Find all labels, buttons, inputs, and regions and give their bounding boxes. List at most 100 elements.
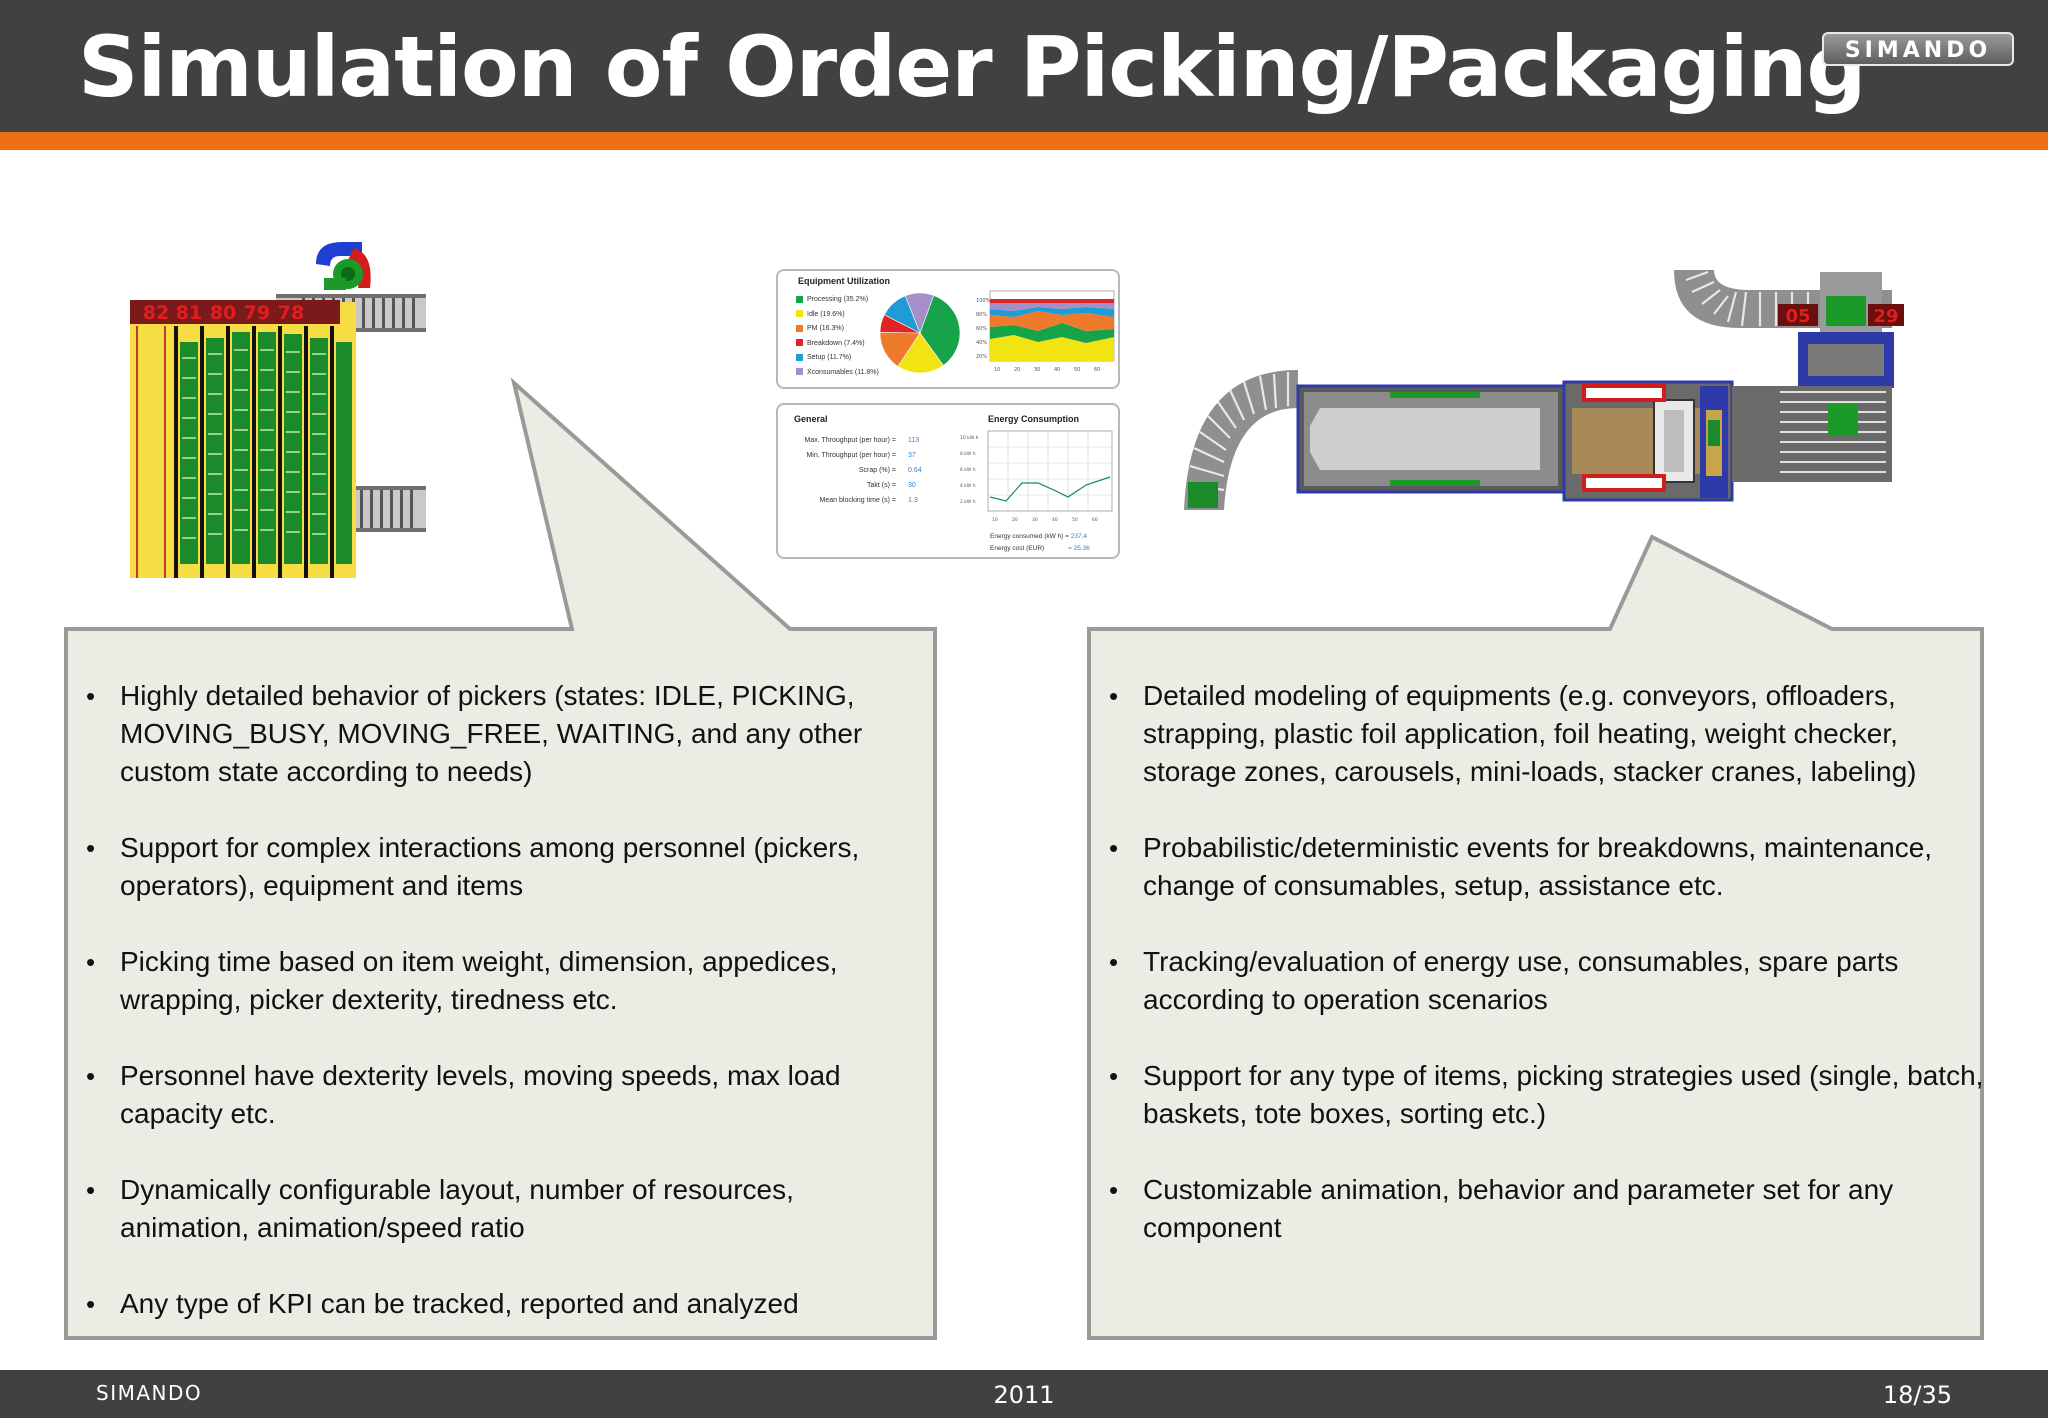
station-number: 29 — [1873, 306, 1898, 327]
stat-row: Mean blocking time (s) =1.3 — [794, 493, 934, 508]
strapping-bottom-bar — [1582, 474, 1666, 492]
rack-number: 81 — [176, 302, 202, 324]
picking-simulation-graphic: 82 81 80 79 78 — [130, 242, 426, 578]
area-consumables — [990, 303, 1114, 311]
legend-swatch — [796, 295, 803, 303]
x-tick: 30 — [1032, 517, 1038, 523]
footer-year: 2011 — [993, 1381, 1055, 1409]
x-tick: 20 — [1012, 517, 1018, 523]
rack-number: 80 — [210, 302, 236, 324]
packaging-simulation-graphic: 05 29 — [1184, 270, 1904, 510]
page-number: 18/35 — [1882, 1381, 1952, 1409]
stat-label: Scrap (%) = — [858, 467, 896, 474]
stat-row: Scrap (%) = 0.64 — [794, 463, 934, 478]
energy-line — [989, 476, 1111, 502]
y-tick: 4 kW h — [960, 483, 976, 489]
pie-slice — [904, 292, 935, 334]
pie-slice — [919, 295, 961, 366]
wrapping-chamber — [1310, 408, 1540, 470]
page-title: Simulation of Order Picking/Packaging — [78, 18, 1866, 116]
x-tick: 10 — [992, 517, 998, 523]
stat-row: Min. Throughput (per hour) =37 — [794, 448, 934, 463]
stat-label: Mean blocking time (s) = — [819, 497, 896, 504]
x-tick: 40 — [1052, 517, 1058, 523]
x-tick: 50 — [1074, 367, 1080, 373]
bullet-item: Tracking/evaluation of energy use, consu… — [1099, 943, 1989, 1019]
right-bullet-list: Detailed modeling of equipments (e.g. co… — [1099, 677, 1989, 1247]
utilization-area-chart: 100% 80% 60% 40% 20% 10 20 30 40 50 60 — [976, 290, 1115, 373]
left-bullet-list: Highly detailed behavior of pickers (sta… — [76, 677, 906, 1323]
y-tick: 10 kW h — [960, 435, 979, 441]
strapping-top-bar — [1582, 384, 1666, 402]
footer-bar — [0, 1370, 2048, 1418]
utilization-pie-chart — [879, 292, 961, 374]
simando-logo: SIMANDO — [1822, 32, 2014, 66]
y-tick: 6 kW h — [960, 467, 976, 473]
footer-brand-logo: SIMANDO — [96, 1381, 202, 1405]
energy-line-chart: 10 kW h 8 kW h 6 kW h 4 kW h 2 kW h 10 2… — [960, 430, 1113, 523]
bullet-item: Detailed modeling of equipments (e.g. co… — [1099, 677, 1989, 791]
legend-swatch — [796, 368, 803, 376]
header-bar — [0, 0, 2048, 132]
x-tick: 60 — [1092, 517, 1098, 523]
x-tick: 40 — [1054, 367, 1060, 373]
legend-swatch — [796, 353, 803, 361]
energy-title: Energy Consumption — [988, 414, 1080, 424]
package-on-conveyor — [1188, 482, 1218, 508]
picker-figure — [316, 242, 371, 290]
y-tick: 40% — [976, 340, 987, 346]
stat-row: Max. Throughput (per hour) =113 — [794, 433, 934, 448]
y-tick: 2 kW h — [960, 499, 976, 505]
x-tick: 10 — [994, 367, 1000, 373]
legend-item: Idle (19.6%) — [796, 308, 879, 323]
bullet-item: Support for complex interactions among p… — [76, 829, 906, 905]
y-tick: 8 kW h — [960, 451, 976, 457]
stat-value: 37 — [908, 452, 916, 459]
bullet-item: Probabilistic/deterministic events for b… — [1099, 829, 1989, 905]
logo-text: SIMANDO — [1845, 38, 1991, 63]
legend-item: Breakdown (7.4%) — [796, 337, 879, 352]
package-output — [1828, 404, 1858, 436]
legend-item: Processing (35.2%) — [796, 293, 879, 308]
output-conveyor — [1732, 386, 1892, 482]
pie-slice — [897, 332, 944, 374]
bullet-item: Any type of KPI can be tracked, reported… — [76, 1285, 906, 1323]
footer-brand-text: SIMANDO — [96, 1381, 202, 1405]
y-tick: 100% — [976, 298, 991, 304]
utilization-legend: Processing (35.2%) Idle (19.6%) PM (16.3… — [796, 293, 879, 380]
stat-value: 0.64 — [908, 467, 922, 474]
curved-conveyor-left — [1184, 370, 1298, 510]
area-setup — [990, 307, 1114, 317]
legend-swatch — [796, 339, 803, 347]
rack-columns — [174, 326, 334, 578]
bullet-item: Personnel have dexterity levels, moving … — [76, 1057, 906, 1133]
legend-item: Setup (11.7%) — [796, 351, 879, 366]
utilization-title: Equipment Utilization — [798, 276, 890, 286]
area-idle — [990, 335, 1114, 361]
legend-swatch — [796, 324, 803, 332]
legend-item: Xconsumables (11.8%) — [796, 366, 879, 381]
legend-swatch — [796, 310, 803, 318]
rack-number: 82 — [143, 302, 169, 324]
rack-number: 79 — [244, 302, 270, 324]
x-tick: 30 — [1034, 367, 1040, 373]
kpi-dashboard: Equipment Utilization Processing (35.2%)… — [776, 269, 1120, 559]
energy-consumed: Energy consumed (kW h) = 237.4 — [990, 533, 1088, 540]
general-stats: Max. Throughput (per hour) =113 Min. Thr… — [794, 433, 934, 508]
equipment-utilization-panel: Equipment Utilization Processing (35.2%)… — [776, 269, 1120, 389]
left-panel-text: Highly detailed behavior of pickers (sta… — [76, 677, 906, 1361]
lift-package — [1826, 296, 1866, 326]
bullet-item: Support for any type of items, picking s… — [1099, 1057, 1989, 1133]
area-processing — [990, 323, 1114, 343]
right-panel-text: Detailed modeling of equipments (e.g. co… — [1099, 677, 1989, 1285]
station-number: 05 — [1785, 306, 1810, 327]
stat-label: Takt (s) = — [867, 482, 896, 489]
y-tick: 20% — [976, 354, 987, 360]
bullet-item: Customizable animation, behavior and par… — [1099, 1171, 1989, 1247]
rack-label-strip — [130, 300, 340, 324]
energy-cost: Energy cost (EUR) = 25.36 — [990, 545, 1090, 552]
bullet-item: Dynamically configurable layout, number … — [76, 1171, 906, 1247]
general-title: General — [794, 414, 828, 424]
stat-row: Takt (s) =30 — [794, 478, 934, 493]
y-tick: 60% — [976, 326, 987, 332]
